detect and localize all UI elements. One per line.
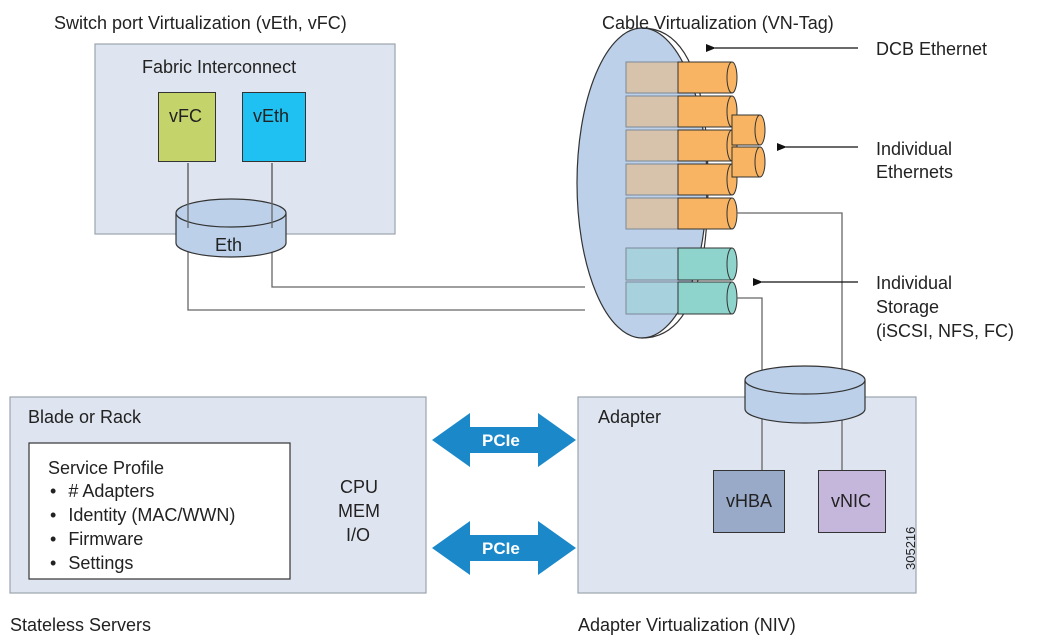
individual-ethernets-label-1: Individual [876, 139, 953, 159]
eth-label: Eth [215, 235, 243, 255]
vhba-box: vHBA [713, 470, 785, 533]
veth-box: vEth [242, 92, 306, 162]
veth-label: vEth [253, 106, 290, 126]
list-item: •Settings [50, 553, 134, 573]
service-profile-list: •# Adapters •Identity (MAC/WWN) •Firmwar… [50, 480, 235, 576]
list-item: •# Adapters [50, 481, 155, 501]
vnic-box: vNIC [818, 470, 886, 533]
service-profile-box [28, 442, 291, 580]
storage-label-1: Individual [876, 273, 953, 293]
blade-or-rack-label: Blade or Rack [28, 407, 142, 427]
pcie-arrow-top [432, 413, 576, 467]
service-profile-title: Service Profile [48, 458, 165, 478]
figure-id: 305216 [903, 526, 918, 570]
list-item: •Firmware [50, 529, 144, 549]
switch-port-title: Switch port Virtualization (vEth, vFC) [54, 13, 347, 33]
eth-cylinder [175, 198, 287, 258]
cable-title: Cable Virtualization (VN-Tag) [602, 13, 834, 33]
pcie-bottom-label: PCIe [482, 539, 520, 558]
storage-tubes [625, 247, 738, 315]
storage-label-2: Storage [876, 297, 940, 317]
dcb-ethernet-label: DCB Ethernet [876, 39, 988, 59]
vfc-box: vFC [158, 92, 216, 162]
storage-label-3: (iSCSI, NFS, FC) [876, 321, 1014, 341]
io-label: I/O [346, 525, 371, 545]
individual-ethernets-label-2: Ethernets [876, 162, 954, 182]
vhba-label: vHBA [726, 491, 773, 511]
list-item: •Identity (MAC/WWN) [50, 505, 236, 525]
fabric-interconnect-label: Fabric Interconnect [142, 57, 297, 77]
adapter-label: Adapter [598, 407, 662, 427]
stateless-title: Stateless Servers [10, 615, 152, 635]
vfc-label: vFC [169, 106, 202, 126]
adapter-cylinder [744, 365, 866, 424]
mem-label: MEM [338, 501, 380, 521]
vnic-label: vNIC [831, 491, 871, 511]
cpu-label: CPU [340, 477, 379, 497]
adapter-virtualization-title: Adapter Virtualization (NIV) [578, 615, 796, 635]
pcie-top-label: PCIe [482, 431, 520, 450]
pcie-arrow-bottom [432, 521, 576, 575]
ethernet-tubes [625, 61, 766, 230]
